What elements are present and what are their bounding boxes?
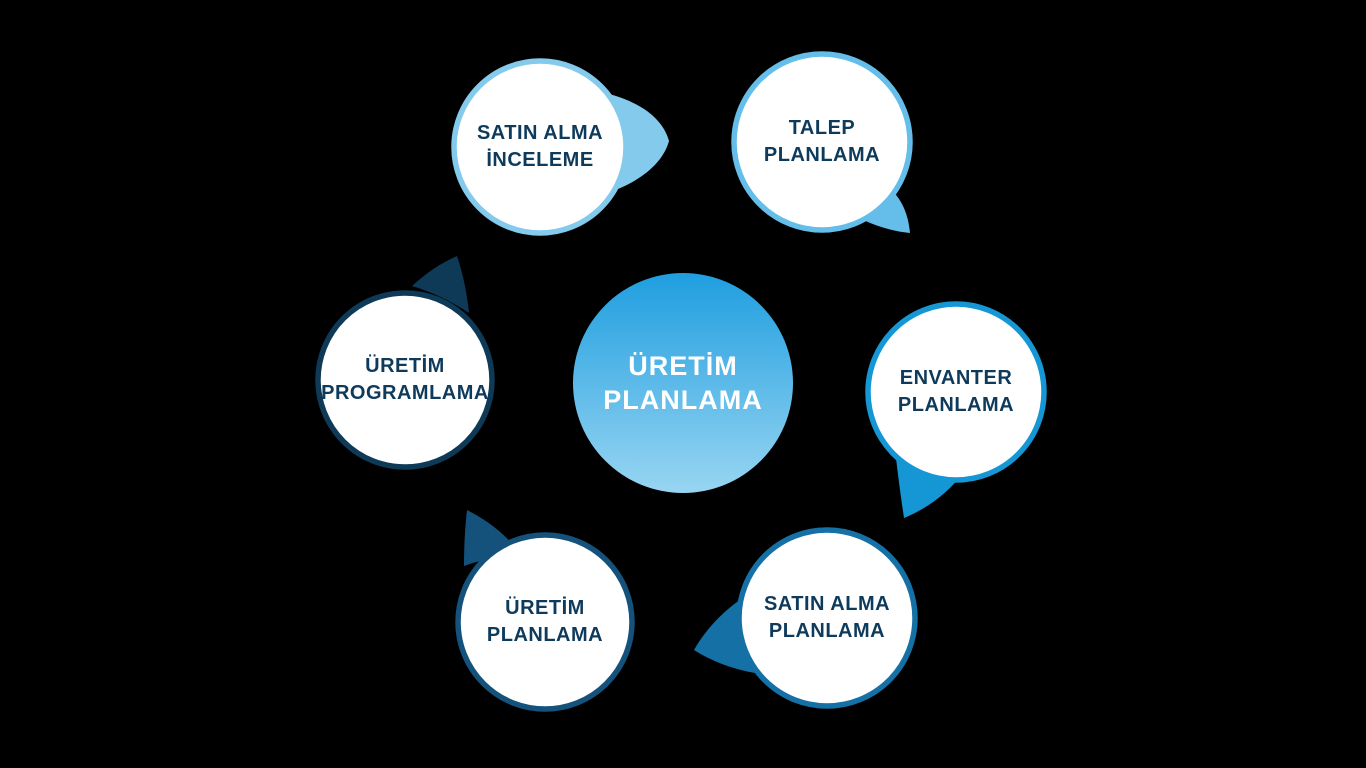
node-circle-talep-planlama bbox=[731, 51, 913, 233]
node-circle-uretim-programlama bbox=[315, 290, 495, 470]
node-circle-envanter-planlama bbox=[865, 301, 1047, 483]
node-circle-uretim-planlama bbox=[455, 532, 635, 712]
arrow-tail-up-right-icon bbox=[412, 256, 469, 313]
node-circle-satin-alma-planlama bbox=[736, 527, 918, 709]
center-circle bbox=[573, 273, 793, 493]
node-circle-satin-alma-inceleme bbox=[451, 58, 629, 236]
